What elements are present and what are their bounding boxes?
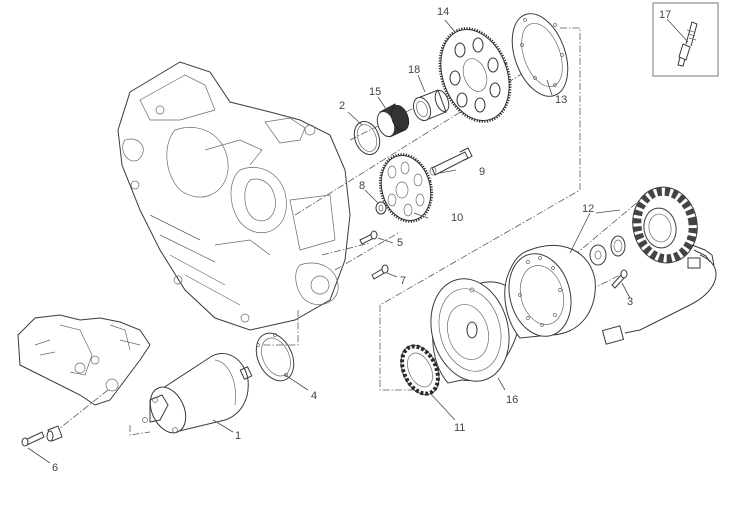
callout-1: 1 <box>235 430 242 442</box>
callout-14: 14 <box>437 6 450 18</box>
part-17-spark-plug <box>652 2 719 77</box>
crankcase-lower-fragment <box>17 314 151 406</box>
callout-17: 17 <box>659 9 672 21</box>
part-16-flywheel <box>430 278 522 384</box>
part-8-washer <box>375 201 387 215</box>
callout-4: 4 <box>311 390 318 402</box>
callout-5: 5 <box>397 237 404 249</box>
callout-12: 12 <box>582 203 595 215</box>
callout-11: 11 <box>454 422 466 434</box>
callout-16: 16 <box>506 394 519 406</box>
part-12-rotor <box>504 245 596 339</box>
part-13-ring-flange <box>511 13 569 97</box>
callout-10: 10 <box>451 212 464 224</box>
part-1-starter-motor <box>142 353 253 434</box>
callout-13: 13 <box>555 94 568 106</box>
part-6-screw-spacer <box>21 425 63 447</box>
callout-7: 7 <box>400 275 407 287</box>
part-10-intermediate-gear <box>378 153 434 223</box>
callout-6: 6 <box>52 462 59 474</box>
callout-3: 3 <box>627 296 634 308</box>
callout-18: 18 <box>408 64 421 76</box>
part-7-screw <box>371 264 389 280</box>
part-5-screw <box>359 230 378 245</box>
spark-plug-inset-frame <box>652 2 719 77</box>
part-18-bushing <box>412 89 450 122</box>
callout-8: 8 <box>359 180 366 192</box>
part-2-washer <box>353 121 381 155</box>
callout-2: 2 <box>339 100 346 112</box>
part-12-stator <box>601 186 717 345</box>
part-14-starter-gear <box>438 27 512 123</box>
part-15-needle-bearing <box>376 103 410 138</box>
callout-15: 15 <box>369 86 382 98</box>
part-3-screw <box>611 269 628 289</box>
part-9-pin <box>429 147 473 176</box>
rotor-washers <box>589 235 626 266</box>
leader-lines <box>27 18 689 464</box>
crankcase <box>117 61 351 331</box>
callout-9: 9 <box>479 166 486 178</box>
part-4-gasket <box>255 332 295 382</box>
